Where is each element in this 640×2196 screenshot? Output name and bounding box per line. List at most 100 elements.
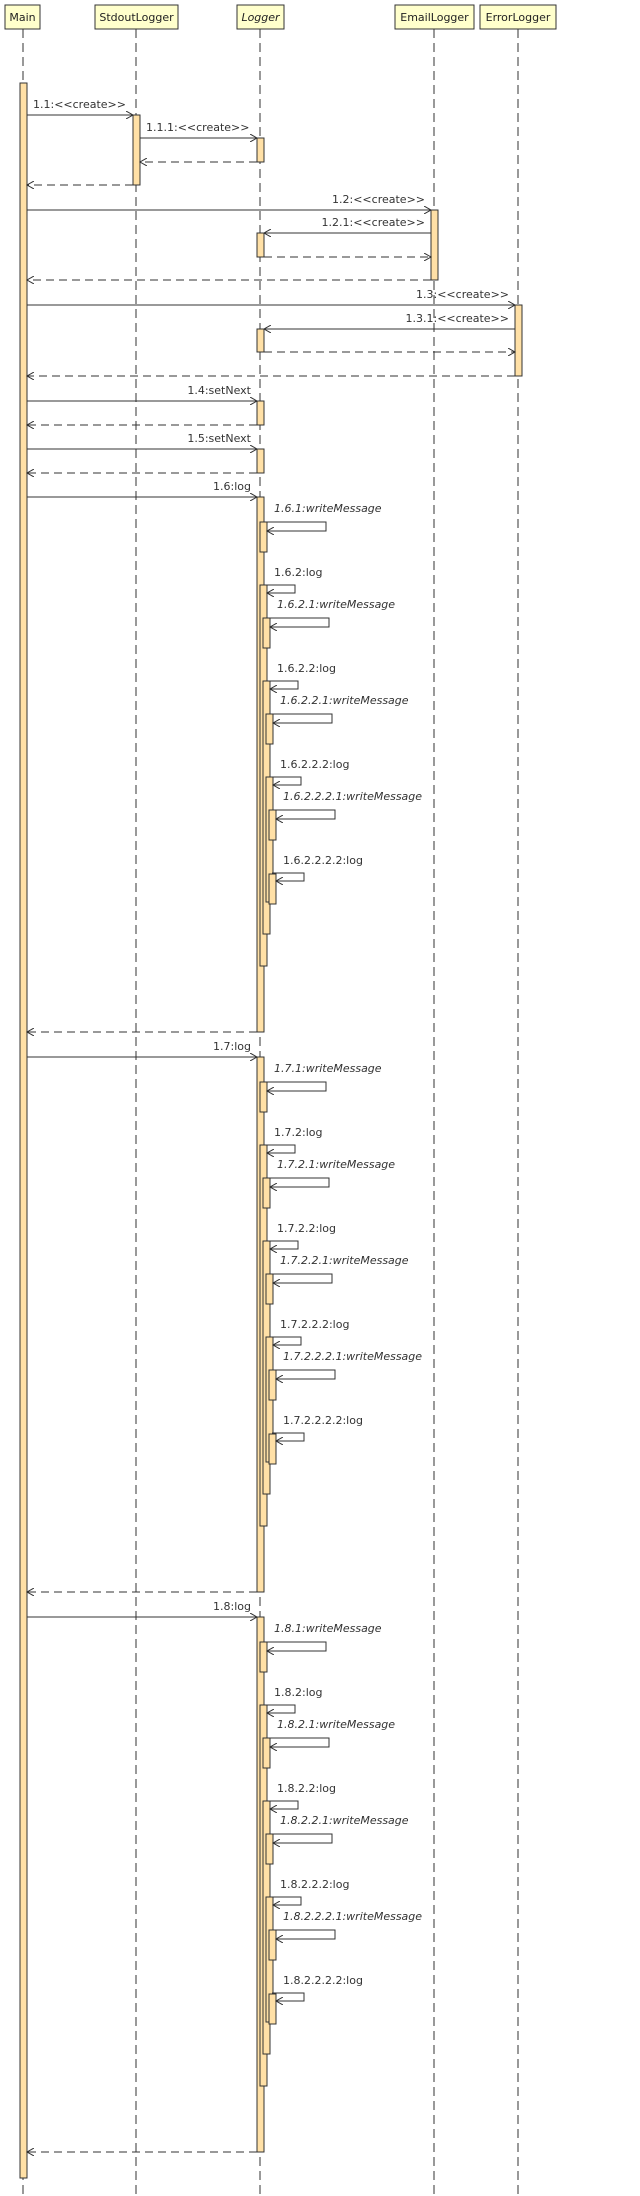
message-label: 1.8.2:log	[274, 1686, 322, 1699]
participant-label: ErrorLogger	[486, 11, 551, 24]
message-label: 1.8.1:writeMessage	[274, 1622, 382, 1635]
message-label: 1.1.1:<<create>>	[146, 121, 249, 134]
message-label: 1.8:log	[213, 1600, 251, 1613]
self-call-arrow	[266, 1800, 299, 1809]
message-label: 1.3.1:<<create>>	[406, 312, 509, 325]
message-label: 1.1:<<create>>	[33, 98, 126, 111]
activation-writeMessage-log_1_8-1	[259, 1641, 268, 1673]
self-call-arrow	[266, 1240, 299, 1249]
self-call-arrow	[263, 1704, 296, 1713]
participant-label: Main	[9, 11, 35, 24]
message-label: 1.2:<<create>>	[332, 193, 425, 206]
participant-box	[394, 4, 475, 30]
message-label: 1.7.2.2.1:writeMessage	[280, 1254, 409, 1267]
message-label: 1.4:setNext	[187, 384, 251, 397]
activation-log-final-log_1_8	[268, 1993, 277, 2025]
activation-writeMessage-log_1_8-2	[262, 1737, 271, 1769]
participant-label: StdoutLogger	[99, 11, 174, 24]
self-call-arrow	[263, 1641, 327, 1651]
message-label: 1.7.2.1:writeMessage	[277, 1158, 395, 1171]
self-call-arrow	[269, 776, 302, 785]
message-label: 1.8.2.2.1:writeMessage	[280, 1814, 409, 1827]
activation-logger-create-3	[256, 328, 265, 353]
message-label: 1.6.2.2.2.2:log	[283, 854, 363, 867]
message-label: 1.8.2.2.2.2:log	[283, 1974, 363, 1987]
self-call-arrow	[269, 713, 333, 723]
self-call-arrow	[263, 1081, 327, 1091]
message-label: 1.6.1:writeMessage	[274, 502, 382, 515]
message-label: 1.2.1:<<create>>	[322, 216, 425, 229]
message-label: 1.6.2.2.2:log	[280, 758, 349, 771]
self-call-arrow	[272, 872, 305, 881]
self-call-arrow	[266, 617, 330, 627]
self-call-arrow	[269, 1273, 333, 1283]
participant-stdout: StdoutLogger	[94, 4, 179, 30]
self-call-arrow	[269, 1896, 302, 1905]
activation-writeMessage-log_1_7-2	[262, 1177, 271, 1209]
activation-writeMessage-log_1_6-4	[268, 809, 277, 841]
participant-error: ErrorLogger	[479, 4, 557, 30]
activation-log-final-log_1_7	[268, 1433, 277, 1465]
message-label: 1.8.2.1:writeMessage	[277, 1718, 395, 1731]
self-call-arrow	[266, 1737, 330, 1747]
activation-writeMessage-log_1_6-3	[265, 713, 274, 745]
activation-writeMessage-log_1_7-4	[268, 1369, 277, 1401]
message-label: 1.7:log	[213, 1040, 251, 1053]
message-label: 1.3:<<create>>	[416, 288, 509, 301]
message-label: 1.6:log	[213, 480, 251, 493]
self-call-arrow	[266, 680, 299, 689]
activation-writeMessage-log_1_6-2	[262, 617, 271, 649]
message-label: 1.6.2.2.2.1:writeMessage	[283, 790, 422, 803]
participant-label: Logger	[241, 11, 281, 24]
activation-writeMessage-log_1_8-3	[265, 1833, 274, 1865]
message-label: 1.7.2.2.2:log	[280, 1318, 349, 1331]
message-label: 1.7.2.2:log	[277, 1222, 336, 1235]
activation-stdout	[132, 114, 141, 186]
message-label: 1.7.2.2.2.2:log	[283, 1414, 363, 1427]
activation-log-final-log_1_6	[268, 873, 277, 905]
participant-label: EmailLogger	[400, 11, 469, 24]
activation-writeMessage-log_1_8-4	[268, 1929, 277, 1961]
message-label: 1.8.2.2.2:log	[280, 1878, 349, 1891]
message-label: 1.6.2.2:log	[277, 662, 336, 675]
participant-logger: Logger	[236, 4, 285, 30]
participant-box	[236, 4, 285, 30]
activations	[19, 82, 523, 2179]
activation-logger-setnext-1	[256, 400, 265, 426]
self-call-arrow	[272, 1992, 305, 2001]
self-call-arrow	[272, 1929, 336, 1939]
message-label: 1.6.2.1:writeMessage	[277, 598, 395, 611]
self-call-arrow	[269, 1336, 302, 1345]
activation-writeMessage-log_1_7-1	[259, 1081, 268, 1113]
message-label: 1.8.2.2:log	[277, 1782, 336, 1795]
activation-error	[514, 304, 523, 377]
activation-email	[430, 209, 439, 281]
self-call-arrow	[263, 521, 327, 531]
participant-box	[479, 4, 557, 30]
message-label: 1.6.2.2.1:writeMessage	[280, 694, 409, 707]
activation-logger-create-2	[256, 232, 265, 258]
participant-box	[94, 4, 179, 30]
self-call-arrow	[269, 1833, 333, 1843]
activation-logger-setnext-2	[256, 448, 265, 474]
participant-box	[4, 4, 41, 30]
self-call-arrow	[272, 1432, 305, 1441]
activation-main	[19, 82, 28, 2179]
message-label: 1.7.2:log	[274, 1126, 322, 1139]
participant-email: EmailLogger	[394, 4, 475, 30]
messages: 1.1:<<create>> 1.1.1:<<create>> 1.2:<<crea…	[27, 98, 515, 2152]
participant-main: Main	[4, 4, 41, 30]
self-call-arrow	[272, 809, 336, 819]
activation-logger-create-1	[256, 137, 265, 163]
activation-writeMessage-log_1_7-3	[265, 1273, 274, 1305]
activation-writeMessage-log_1_6-1	[259, 521, 268, 553]
message-label: 1.8.2.2.2.1:writeMessage	[283, 1910, 422, 1923]
participant-heads: Main StdoutLogger Logger EmailLogger ErrorLo…	[4, 4, 557, 30]
self-call-arrow	[272, 1369, 336, 1379]
self-call-arrow	[263, 1144, 296, 1153]
self-call-arrow	[263, 584, 296, 593]
message-label: 1.5:setNext	[187, 432, 251, 445]
message-label: 1.6.2:log	[274, 566, 322, 579]
message-label: 1.7.1:writeMessage	[274, 1062, 382, 1075]
